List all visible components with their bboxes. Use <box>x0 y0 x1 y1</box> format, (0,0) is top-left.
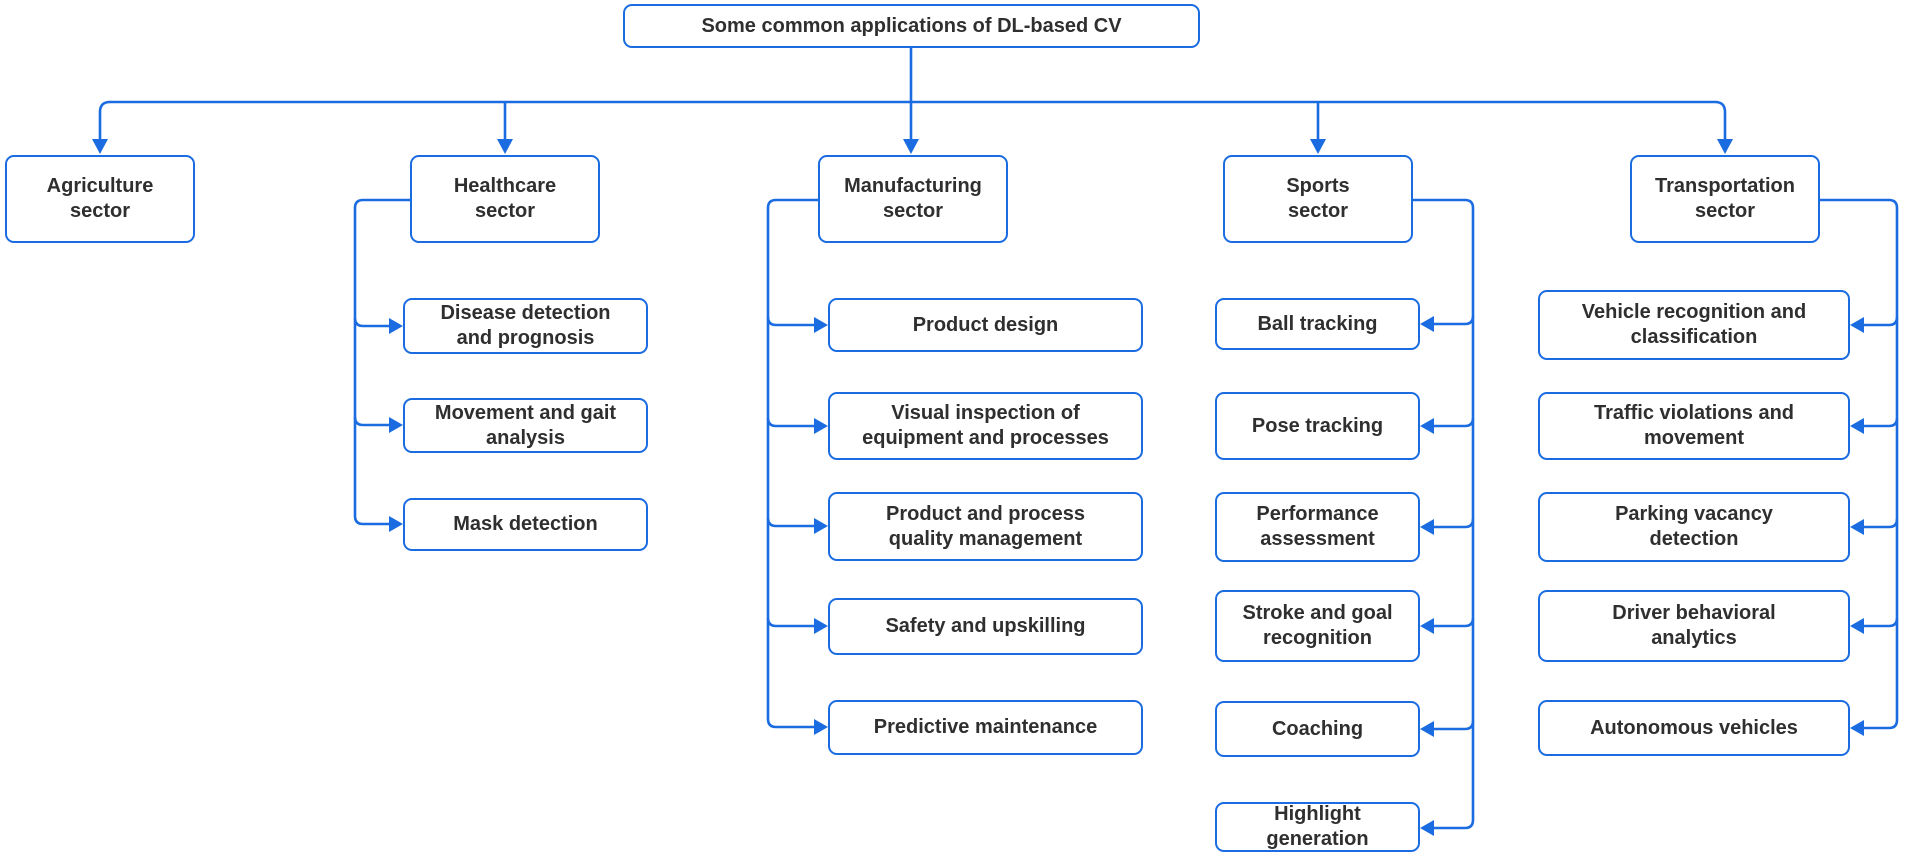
node-parking-vacancy-detection: Parking vacancy detection <box>1538 492 1850 562</box>
node-product-and-process-quality-management: Product and process quality management <box>828 492 1143 561</box>
node-traffic-violations-and-movement: Traffic violations and movement <box>1538 392 1850 460</box>
node-predictive-maintenance: Predictive maintenance <box>828 700 1143 755</box>
node-pose-tracking: Pose tracking <box>1215 392 1420 460</box>
connector-manufacturing <box>766 198 828 735</box>
node-disease-detection-and-prognosis: Disease detection and prognosis <box>403 298 648 354</box>
node-visual-inspection-of-equipment-and-processes: Visual inspection of equipment and proce… <box>828 392 1143 460</box>
node-title: Some common applications of DL-based CV <box>623 4 1200 48</box>
node-sports-sector: Sports sector <box>1223 155 1413 243</box>
node-safety-and-upskilling: Safety and upskilling <box>828 598 1143 655</box>
node-product-design: Product design <box>828 298 1143 352</box>
node-manufacturing-sector: Manufacturing sector <box>818 155 1008 243</box>
node-autonomous-vehicles: Autonomous vehicles <box>1538 700 1850 756</box>
node-agriculture-sector: Agriculture sector <box>5 155 195 243</box>
node-stroke-and-goal-recognition: Stroke and goal recognition <box>1215 590 1420 662</box>
node-movement-and-gait-analysis: Movement and gait analysis <box>403 398 648 453</box>
node-highlight-generation: Highlight generation <box>1215 802 1420 852</box>
connector-transportation <box>1820 198 1899 736</box>
node-transportation-sector: Transportation sector <box>1630 155 1820 243</box>
node-driver-behavioral-analytics: Driver behavioral analytics <box>1538 590 1850 662</box>
node-healthcare-sector: Healthcare sector <box>410 155 600 243</box>
node-vehicle-recognition-and-classification: Vehicle recognition and classification <box>1538 290 1850 360</box>
connector-healthcare <box>353 198 410 532</box>
connector-title-bus <box>92 48 1733 154</box>
connector-sports <box>1413 198 1475 836</box>
node-coaching: Coaching <box>1215 701 1420 757</box>
node-mask-detection: Mask detection <box>403 498 648 551</box>
node-performance-assessment: Performance assessment <box>1215 492 1420 562</box>
node-ball-tracking: Ball tracking <box>1215 298 1420 350</box>
